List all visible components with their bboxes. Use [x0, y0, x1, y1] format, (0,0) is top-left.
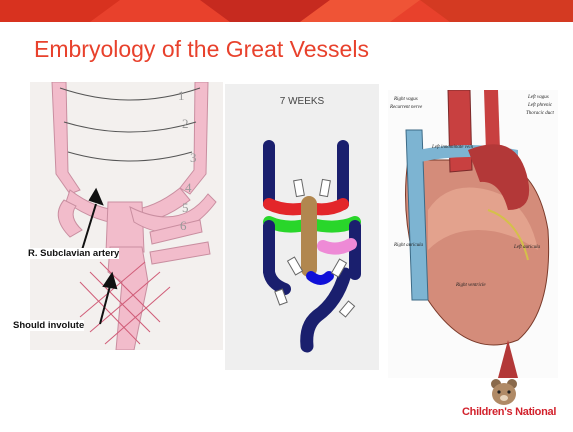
arch-number-6: 6 — [180, 218, 187, 233]
label-thoracic-duct: Thoracic duct — [526, 111, 555, 116]
label-left-auricula: Left auricula — [513, 245, 540, 250]
arch-number-4: 4 — [185, 180, 192, 195]
label-recurrent-nerve: Recurrent nerve — [389, 105, 423, 110]
arch-number-3: 3 — [190, 150, 197, 165]
teddy-bear-icon — [484, 378, 524, 406]
label-right-auricula: Right auricula — [393, 243, 424, 248]
arch-number-5: 5 — [182, 200, 189, 215]
embryonic-arches-diagram: 1 2 3 4 5 6 — [30, 82, 223, 350]
label-subclavian-artery: R. Subclavian artery — [28, 248, 119, 259]
slide-title: Embryology of the Great Vessels — [34, 36, 369, 63]
label-left-innominate-vein: Left innominate vein — [431, 145, 474, 150]
arch-number-2: 2 — [182, 116, 189, 131]
diagram-title: 7 WEEKS — [225, 96, 379, 107]
label-should-involute: Should involute — [13, 320, 84, 331]
heart-anatomy-illustration: Right vagus Recurrent nerve Left vagus L… — [388, 90, 558, 378]
top-band — [0, 0, 573, 22]
childrens-national-logo: Children's National — [462, 378, 558, 422]
label-left-phrenic: Left phrenic — [527, 103, 553, 108]
label-left-vagus: Left vagus — [527, 95, 549, 100]
seven-weeks-diagram: 7 WEEKS — [225, 84, 379, 370]
label-right-vagus: Right vagus — [393, 97, 418, 102]
logo-text: Children's National — [462, 406, 556, 418]
label-right-ventricle: Right ventricle — [455, 283, 486, 288]
arch-number-1: 1 — [178, 88, 185, 103]
